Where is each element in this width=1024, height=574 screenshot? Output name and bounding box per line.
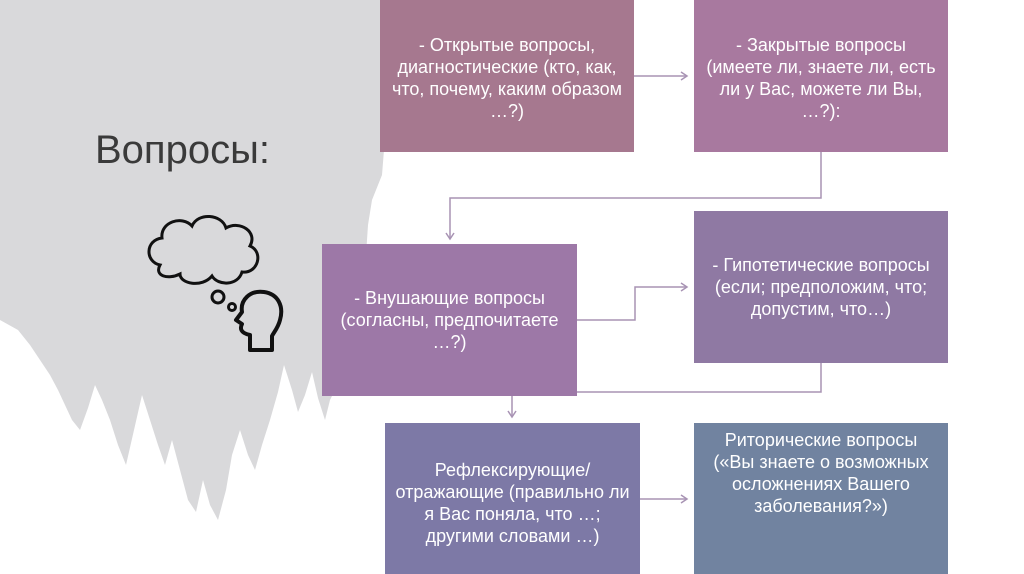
box-open-questions: - Открытые вопросы, диагностические (кто… — [380, 0, 634, 152]
box-hypothetical-questions: - Гипотетические вопросы (если; предполо… — [694, 211, 948, 363]
page-title: Вопросы: — [95, 128, 270, 172]
box-reflective-questions: Рефлексирующие/отражающие (правильно ли … — [385, 423, 640, 574]
box-closed-questions: - Закрытые вопросы (имеете ли, знаете ли… — [694, 0, 948, 152]
box-suggestive-questions: - Внушающие вопросы (согласны, предпочит… — [322, 244, 577, 396]
thinking-head-icon — [147, 215, 284, 352]
box-rhetorical-questions: Риторические вопросы («Вы знаете о возмо… — [694, 423, 948, 574]
